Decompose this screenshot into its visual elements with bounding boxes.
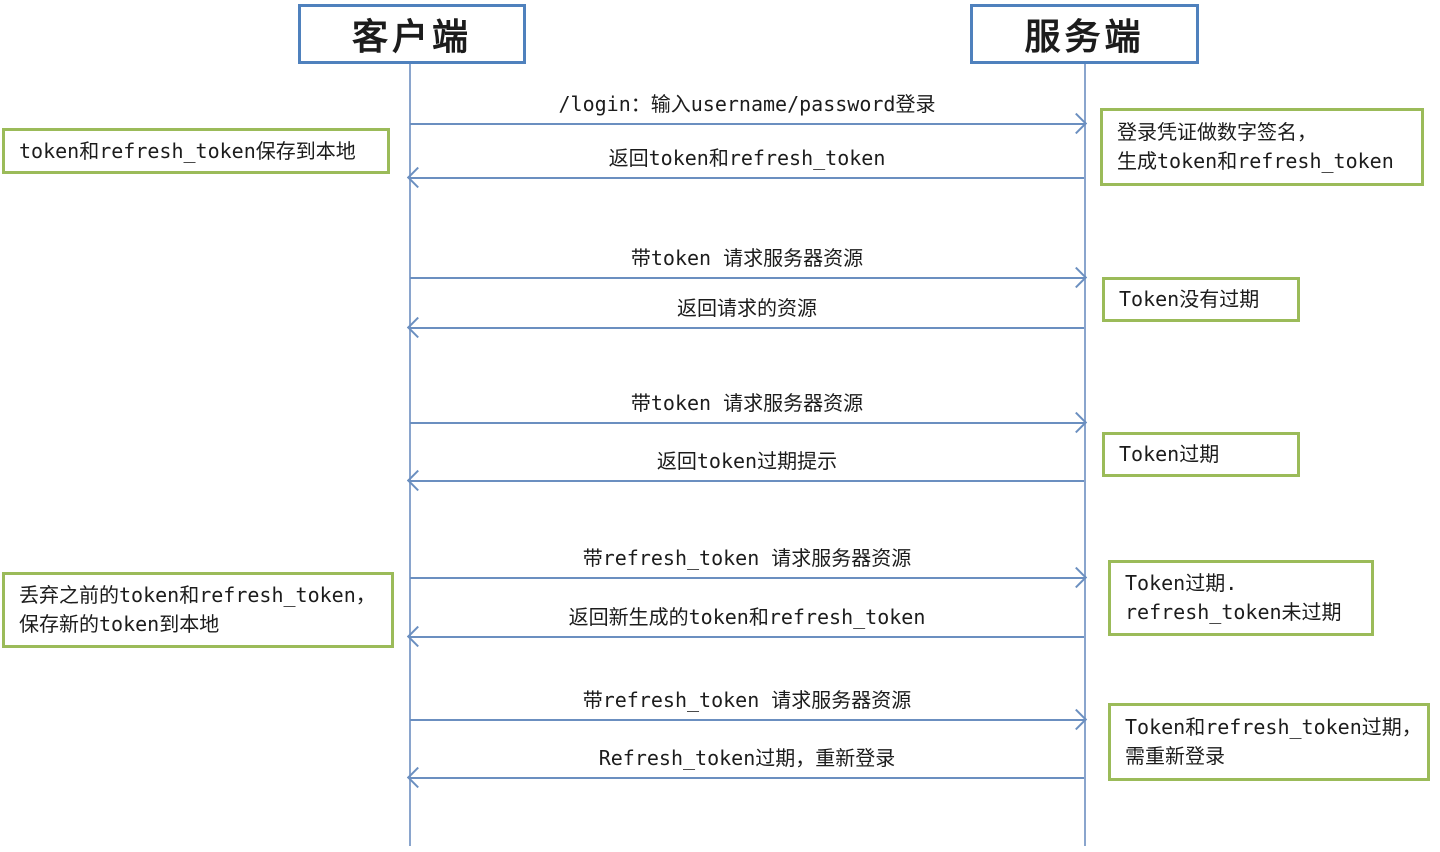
actor-client: 客户端	[298, 4, 526, 64]
note-line: Token没有过期	[1119, 287, 1260, 311]
actor-server-label: 服务端	[1024, 17, 1145, 58]
note-line: Token和refresh_token过期，	[1125, 715, 1422, 739]
message-label: Refresh_token过期，重新登录	[598, 746, 896, 770]
note-discard-old-tokens: 丢弃之前的token和refresh_token， 保存新的token到本地	[2, 572, 394, 648]
note-line: 保存新的token到本地	[19, 612, 220, 636]
note-line: token和refresh_token保存到本地	[19, 138, 356, 163]
message-label: 带token 请求服务器资源	[630, 246, 864, 270]
message-arrow	[410, 636, 1084, 638]
message-label: 返回请求的资源	[677, 296, 817, 320]
note-token-not-expired: Token没有过期	[1102, 277, 1300, 322]
note-line: Token过期.	[1125, 571, 1238, 595]
note-line: refresh_token未过期	[1125, 600, 1342, 624]
note-line: 丢弃之前的token和refresh_token，	[19, 583, 376, 607]
note-both-expired-relogin: Token和refresh_token过期， 需重新登录	[1108, 703, 1430, 781]
note-sign-and-generate: 登录凭证做数字签名， 生成token和refresh_token	[1100, 108, 1424, 186]
note-save-tokens-local: token和refresh_token保存到本地	[2, 128, 390, 174]
message-arrow	[410, 480, 1084, 482]
message-label: 带token 请求服务器资源	[630, 391, 864, 415]
actor-client-label: 客户端	[351, 17, 472, 58]
message-label: 返回新生成的token和refresh_token	[568, 605, 926, 629]
message-arrow	[410, 719, 1084, 721]
lifeline-client	[409, 64, 411, 846]
actor-server: 服务端	[970, 4, 1199, 64]
message-label: /login：输入username/password登录	[558, 92, 936, 116]
note-line: Token过期	[1119, 442, 1220, 466]
message-label: 带refresh_token 请求服务器资源	[582, 546, 912, 570]
message-label: 返回token过期提示	[656, 449, 838, 473]
message-arrow	[410, 422, 1084, 424]
message-label: 返回token和refresh_token	[608, 146, 886, 170]
message-arrow	[410, 123, 1084, 125]
note-line: 登录凭证做数字签名，	[1117, 120, 1317, 144]
message-arrow	[410, 327, 1084, 329]
message-arrow	[410, 777, 1084, 779]
message-label: 带refresh_token 请求服务器资源	[582, 688, 912, 712]
message-arrow	[410, 277, 1084, 279]
lifeline-server	[1084, 64, 1086, 846]
note-line: 生成token和refresh_token	[1117, 149, 1394, 173]
message-arrow	[410, 577, 1084, 579]
note-refresh-not-expired: Token过期. refresh_token未过期	[1108, 560, 1374, 636]
note-token-expired: Token过期	[1102, 432, 1300, 477]
message-arrow	[410, 177, 1084, 179]
note-line: 需重新登录	[1125, 744, 1225, 768]
